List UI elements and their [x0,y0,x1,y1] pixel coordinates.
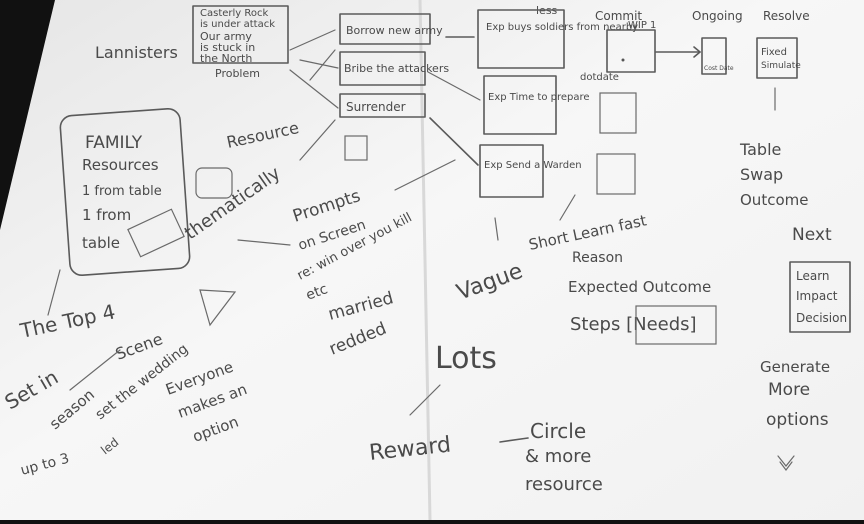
note-line-5: the North [200,52,252,65]
ongoing-label: Ongoing [692,9,743,23]
commit-label: Commit [595,9,642,23]
outcome-card-2 [483,75,557,135]
connector-problem-option2 [299,59,339,69]
arrow-scene [69,349,121,391]
arrow-to-top [47,269,61,316]
note-line-3: Our army [200,30,252,43]
generate-line-1: Generate [760,358,830,376]
down-chevron-2-icon [779,461,793,471]
family-line-5: table [82,234,120,252]
connector-bribe-time [427,71,481,101]
connector-problem-option3 [289,69,339,109]
arrow-short [559,194,576,221]
connector-problem-option1 [289,29,336,51]
note-line-2: is under attack [200,19,275,30]
option-2-label: Bribe the attackers [344,62,449,75]
option-1-label: Borrow new army [346,24,443,37]
resolve-label: Resolve [763,9,810,23]
learn-line-2: Impact [796,289,838,303]
card-dot [621,58,625,62]
resource-slot [195,167,233,199]
needs-bracket-box [635,305,717,345]
play-shape [199,289,237,327]
next-label: Next [792,225,832,245]
option-card-1 [339,13,431,45]
paper-fold [418,0,432,521]
connector-thematically [237,239,291,246]
family-line-2: Resources [82,156,159,174]
arrow-prompts [394,159,456,191]
family-resources-box [59,108,191,276]
short-learn-line-2: Reason [572,250,623,266]
ongoing-card-text: Cost Date [704,65,734,72]
family-line-1: FAMILY [85,133,143,153]
connector-surrender-warden [429,117,479,166]
arrow-vague [494,217,499,241]
lots-label: Lots [435,341,497,376]
learn-box [789,261,851,333]
lannisters-label: Lannisters [95,43,178,62]
arrow-resource-option [299,119,336,161]
wip-slot-1 [599,92,637,134]
problem-label: Problem [215,67,260,80]
commit-card [606,29,656,73]
note-line-1: Casterly Rock [200,8,268,19]
ongoing-card [701,37,727,75]
connector-extra [309,49,336,81]
problem-note-box [192,5,289,64]
outcome-2-label: Exp Time to prepare [488,92,590,103]
dotdate-label: dotdate [580,72,619,83]
option-card-2 [339,51,426,86]
circle-line-2: & more [525,446,591,467]
steps-label: Steps [Needs] [570,314,697,335]
table-swap-line-2: Swap [740,165,783,184]
table-swap-line-1: Table [739,140,781,159]
wip-label: WIP 1 [628,20,656,31]
scribbled-card [127,208,185,258]
down-chevron-1-icon [777,455,795,467]
resolve-card [756,37,798,79]
expected-label: Expected Outcome [568,278,711,296]
wip-slot-2 [596,153,636,195]
resolve-card-line-1: Fixed [761,47,787,58]
outcome-card-1 [477,9,565,69]
outcome-1-label: Exp buys soldiers from nearby [486,22,638,33]
option-card-3 [339,93,426,118]
learn-line-1: Learn [796,269,830,283]
empty-option-slot [344,135,368,161]
family-line-4: 1 from [82,206,131,224]
prompts-line-4: etc [304,281,330,303]
generate-line-3: options [766,410,829,430]
family-line-3: 1 from table [82,184,162,199]
outcome-3-label: Exp Send a Warden [484,160,582,171]
arrow-lots [409,384,441,416]
outcome-card-3 [479,144,544,198]
learn-line-3: Decision [796,311,847,325]
circle-line-3: resource [525,474,603,495]
arrow-reward [499,437,529,443]
note-line-4: is stuck in [200,41,255,54]
arrow-head-1 [693,46,701,58]
table-swap-line-3: Outcome [740,191,808,209]
option-3-label: Surrender [346,100,406,114]
generate-line-2: More [768,380,810,400]
resolve-card-line-2: Simulate [761,61,801,71]
circle-line-1: Circle [530,419,586,443]
